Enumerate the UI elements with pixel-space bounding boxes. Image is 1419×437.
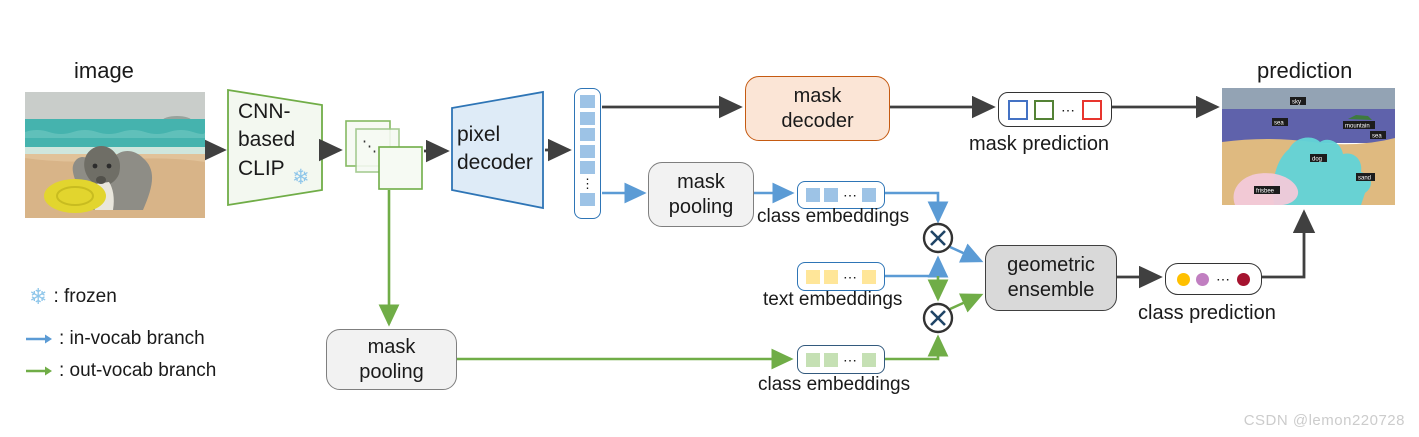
- pixel-decoder-shape: [451, 90, 544, 210]
- class-prediction-label: class prediction: [1138, 302, 1276, 324]
- prediction-title: prediction: [1257, 58, 1353, 83]
- arrow-classembeddings-to-otimes-top: [883, 191, 949, 224]
- svg-text:mountain: mountain: [1345, 124, 1370, 130]
- class-embeddings-bottom-label: class embeddings: [758, 374, 911, 395]
- class-embeddings-top-box: ⋯: [797, 181, 885, 209]
- class-embeddings-bottom-box: ⋯: [797, 345, 885, 374]
- class-prediction-box: ⋯: [1165, 263, 1262, 295]
- mask-pooling-top-node: mask pooling: [648, 162, 754, 227]
- prediction-image: sky sea mountain sea dog sand frisbee: [1222, 88, 1395, 205]
- arrow-classembeddings-to-otimes-bottom: [883, 334, 949, 361]
- otimes-bottom-icon: [922, 302, 954, 334]
- legend-in-vocab-label: : in-vocab branch: [59, 328, 205, 349]
- prediction-class-labels: sky sea mountain sea dog sand frisbee: [1254, 97, 1386, 195]
- embedding-square: [824, 352, 838, 367]
- mask-chip-blue: [1008, 99, 1028, 120]
- watermark: CSDN @lemon220728: [1243, 412, 1405, 429]
- in-vocab-arrow-icon: [26, 334, 52, 344]
- query-square: [580, 161, 595, 174]
- clip-encoder-label: CNN- based CLIP: [238, 100, 296, 180]
- mask-chip-ellipsis: ⋯: [1061, 101, 1075, 118]
- class-dot-orchid: [1196, 272, 1209, 286]
- frozen-snowflake-icon: ❄: [292, 166, 310, 189]
- mask-chip-green: [1034, 99, 1054, 120]
- svg-text:frisbee: frisbee: [1256, 189, 1275, 195]
- embedding-ellipsis: ⋯: [843, 268, 857, 285]
- embedding-square: [806, 352, 820, 367]
- input-image: [25, 92, 205, 218]
- mask-chip-red: [1082, 99, 1102, 120]
- pixel-decoder-label: pixel decoder: [457, 123, 533, 175]
- query-square: [580, 128, 595, 141]
- text-embeddings-box: ⋯: [797, 262, 885, 291]
- svg-text:sky: sky: [1292, 100, 1301, 106]
- embedding-ellipsis: ⋯: [843, 351, 857, 368]
- text-embeddings-label: text embeddings: [763, 289, 903, 310]
- embedding-square: [862, 269, 876, 284]
- svg-text:sea: sea: [1372, 134, 1382, 140]
- query-column-ellipsis: ⋮: [581, 175, 594, 191]
- legend-frozen: ❄ : frozen: [29, 286, 117, 308]
- embedding-square: [862, 188, 876, 202]
- query-embeddings-column: ⋮: [574, 88, 601, 219]
- svg-text:sand: sand: [1358, 176, 1371, 182]
- query-square: [580, 144, 595, 158]
- snowflake-icon: ❄: [29, 284, 48, 309]
- arrow-otimes-bottom-to-ensemble: [949, 293, 984, 313]
- out-vocab-arrow-icon: [26, 366, 52, 376]
- legend-out-vocab-label: : out-vocab branch: [59, 360, 217, 381]
- feature-maps: [345, 120, 423, 190]
- arrow-textembeddings-to-otimes-top: [883, 255, 949, 278]
- embedding-square: [824, 269, 838, 284]
- class-dot-darkred: [1237, 272, 1250, 286]
- class-dot-ellipsis: ⋯: [1216, 271, 1230, 287]
- query-square: [580, 192, 595, 206]
- class-dot-gold: [1177, 272, 1190, 286]
- mask-prediction-box: ⋯: [998, 92, 1112, 127]
- embedding-ellipsis: ⋯: [843, 187, 857, 203]
- arrow-otimes-top-to-ensemble: [949, 243, 984, 263]
- mask-prediction-label: mask prediction: [969, 133, 1110, 155]
- query-square: [580, 111, 595, 125]
- query-square: [580, 95, 595, 108]
- embedding-square: [862, 352, 876, 367]
- embedding-square: [806, 269, 820, 284]
- legend-frozen-label: : frozen: [53, 286, 117, 307]
- embedding-square: [806, 188, 820, 202]
- mask-pooling-bottom-node: mask pooling: [326, 329, 457, 390]
- legend-in-vocab: : in-vocab branch: [25, 328, 205, 350]
- svg-text:dog: dog: [1312, 157, 1322, 163]
- embedding-square: [824, 188, 838, 202]
- image-title: image: [74, 58, 134, 83]
- mask-decoder-node: mask decoder: [745, 76, 890, 141]
- feature-maps-ellipsis: ⋱: [362, 138, 377, 155]
- geometric-ensemble-node: geometric ensemble: [985, 245, 1117, 311]
- class-embeddings-top-label: class embeddings: [757, 206, 910, 227]
- arrow-classprediction-to-prediction: [1261, 209, 1316, 279]
- clip-encoder-shape: [227, 88, 323, 207]
- svg-text:sea: sea: [1274, 121, 1284, 127]
- legend-out-vocab: : out-vocab branch: [25, 360, 216, 382]
- otimes-top-icon: [922, 222, 954, 254]
